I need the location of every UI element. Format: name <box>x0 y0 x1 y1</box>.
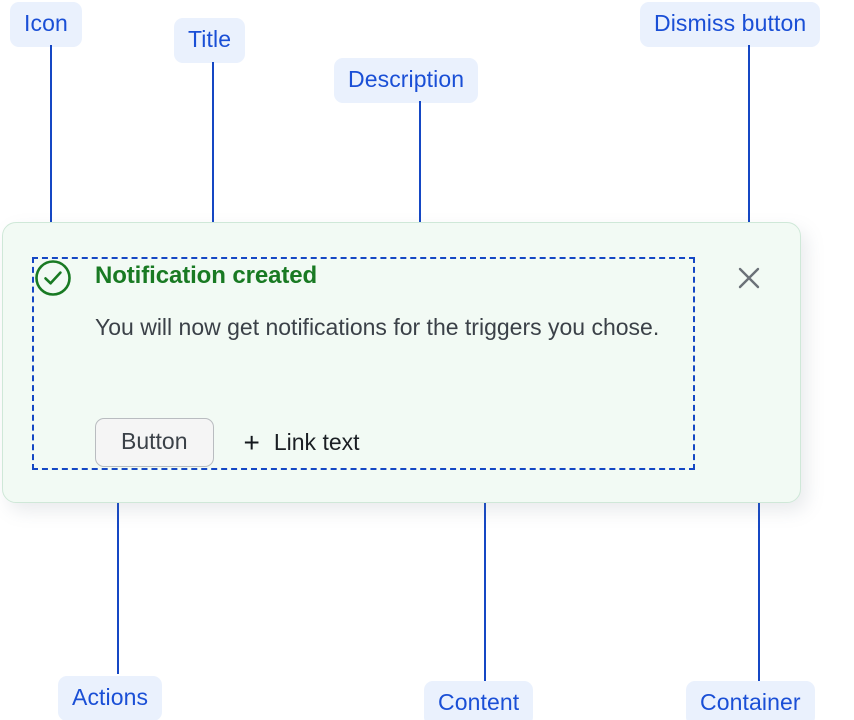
leader-line-icon <box>50 45 52 245</box>
annotation-label-description: Description <box>334 58 479 103</box>
notification-title: Notification created <box>95 262 318 289</box>
leader-line-dismiss <box>748 45 750 245</box>
annotation-label-container: Container <box>686 681 815 720</box>
leader-line-description <box>419 101 421 301</box>
add-link-action[interactable]: + Link text <box>243 426 360 458</box>
check-circle-icon <box>34 259 72 297</box>
annotation-label-dismiss-button: Dismiss button <box>640 2 821 47</box>
leader-line-content <box>484 471 486 681</box>
leader-line-title <box>212 62 214 259</box>
leader-line-actions <box>117 470 119 674</box>
annotation-label-title: Title <box>174 18 246 63</box>
notification-actions: Button + Link text <box>95 418 360 467</box>
action-button[interactable]: Button <box>95 418 214 467</box>
plus-icon: + <box>243 426 260 458</box>
notification-description: You will now get notifications for the t… <box>95 314 660 340</box>
close-icon <box>738 267 760 289</box>
leader-line-container <box>758 471 760 681</box>
annotation-label-content: Content <box>424 681 534 720</box>
annotation-label-icon: Icon <box>10 2 82 47</box>
link-label: Link text <box>273 429 360 455</box>
dismiss-button[interactable] <box>733 262 765 294</box>
annotation-label-actions: Actions <box>58 676 163 720</box>
